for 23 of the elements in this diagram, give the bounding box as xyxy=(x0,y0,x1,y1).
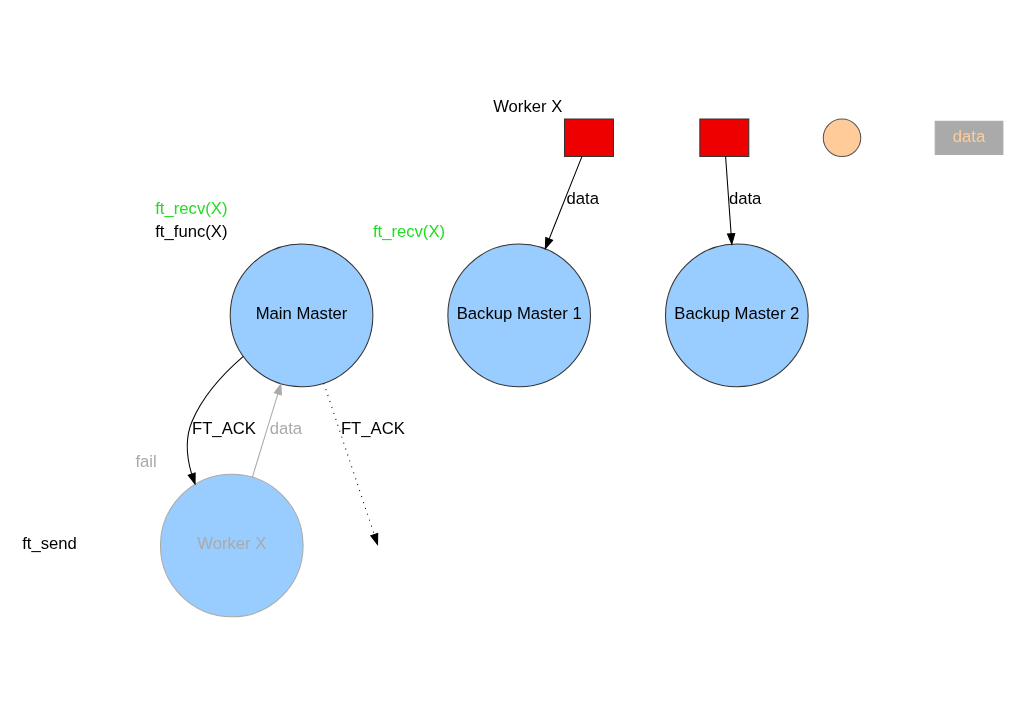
node-label: ft_recv(X) xyxy=(155,198,228,218)
node-label: Worker X xyxy=(493,96,563,116)
arrow xyxy=(725,156,736,246)
edge-label: FT_ACK xyxy=(192,419,256,439)
node-box xyxy=(563,118,614,158)
edge-label: data xyxy=(566,189,599,209)
node-box xyxy=(699,118,750,158)
arrow xyxy=(186,356,244,486)
arrow xyxy=(323,382,379,546)
node-circle: Backup Master 1 xyxy=(447,243,592,388)
node-box: data xyxy=(934,120,1004,155)
edge-label: FT_ACK xyxy=(340,419,405,439)
node-label: ft_func(X) xyxy=(155,221,228,241)
node-circle: Backup Master 2 xyxy=(665,243,809,388)
node-circle: Main Master xyxy=(229,243,374,388)
edge-label: data xyxy=(269,419,303,439)
node-label: ft_recv(X) xyxy=(372,221,446,241)
arrow xyxy=(251,382,282,478)
node-label: fail xyxy=(135,451,157,471)
label: ft_send xyxy=(22,534,77,554)
arrow xyxy=(544,156,583,251)
node-circle xyxy=(822,118,862,158)
edge-label: data xyxy=(728,189,762,209)
